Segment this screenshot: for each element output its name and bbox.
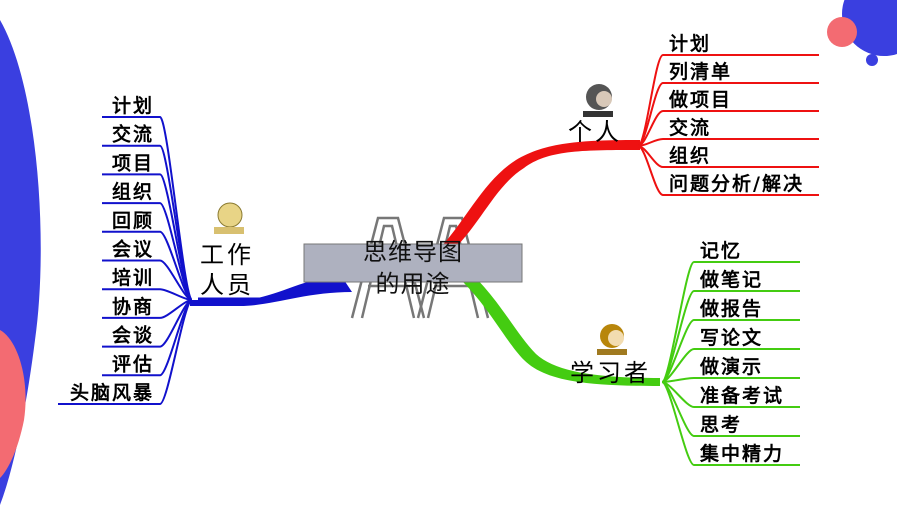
branch-label-learner: 学习者 (570, 359, 651, 387)
staff-item-label: 协商 (112, 295, 154, 318)
learner-item-connector (661, 381, 695, 466)
center-title-line2: 的用途 (376, 270, 451, 298)
center-node: 思维导图 的用途 (303, 238, 523, 298)
top-right-coral-circle (827, 17, 857, 47)
staff-item-label: 头脑风暴 (70, 381, 154, 404)
personal-item-label: 计划 (669, 32, 711, 55)
staff-item-label: 交流 (112, 123, 154, 146)
staff-item-label: 项目 (112, 152, 154, 174)
top-right-blue-circle (842, 0, 897, 56)
branch-label-staff-line1: 工作 (200, 241, 254, 269)
staff-item-connector (159, 144, 193, 301)
staff-item-label: 会谈 (112, 324, 154, 347)
personal-item-connector (637, 145, 664, 196)
personal-item-label: 组织 (669, 144, 711, 167)
staff-item-label: 计划 (112, 94, 154, 117)
staff-item-label: 回顾 (112, 210, 154, 232)
person-icon-staff (214, 202, 244, 234)
staff-item-label: 组织 (112, 180, 154, 203)
personal-item-label: 做项目 (668, 88, 732, 111)
personal-item-label: 列清单 (669, 60, 732, 83)
learner-item-label: 做演示 (699, 355, 763, 378)
personal-item-connector (637, 54, 664, 147)
branch-line-personal (440, 140, 640, 262)
branch-label-staff-line2: 人员 (200, 271, 254, 299)
person-icon-personal (583, 84, 613, 117)
learner-item-label: 做报告 (699, 297, 763, 320)
staff-item-label: 评估 (112, 352, 154, 375)
learner-item-label: 记忆 (700, 239, 742, 262)
learner-item-label: 集中精力 (699, 442, 784, 465)
staff-item-label: 会议 (112, 238, 154, 261)
learner-item-label: 思考 (700, 414, 742, 436)
learner-item-label: 做笔记 (699, 268, 763, 291)
staff-item-label: 培训 (112, 266, 154, 289)
personal-item-label: 交流 (669, 116, 711, 139)
center-title-line1: 思维导图 (363, 238, 463, 266)
left-coral-shape (0, 330, 26, 478)
personal-item-label: 问题分析/解决 (669, 172, 804, 195)
staff-item-connector (159, 299, 193, 405)
branch-label-personal: 个人 (568, 118, 622, 146)
learner-item-label: 写论文 (700, 326, 763, 349)
person-icon-learner (597, 324, 627, 355)
top-right-dot (866, 54, 878, 66)
learner-item-label: 准备考试 (700, 384, 784, 407)
